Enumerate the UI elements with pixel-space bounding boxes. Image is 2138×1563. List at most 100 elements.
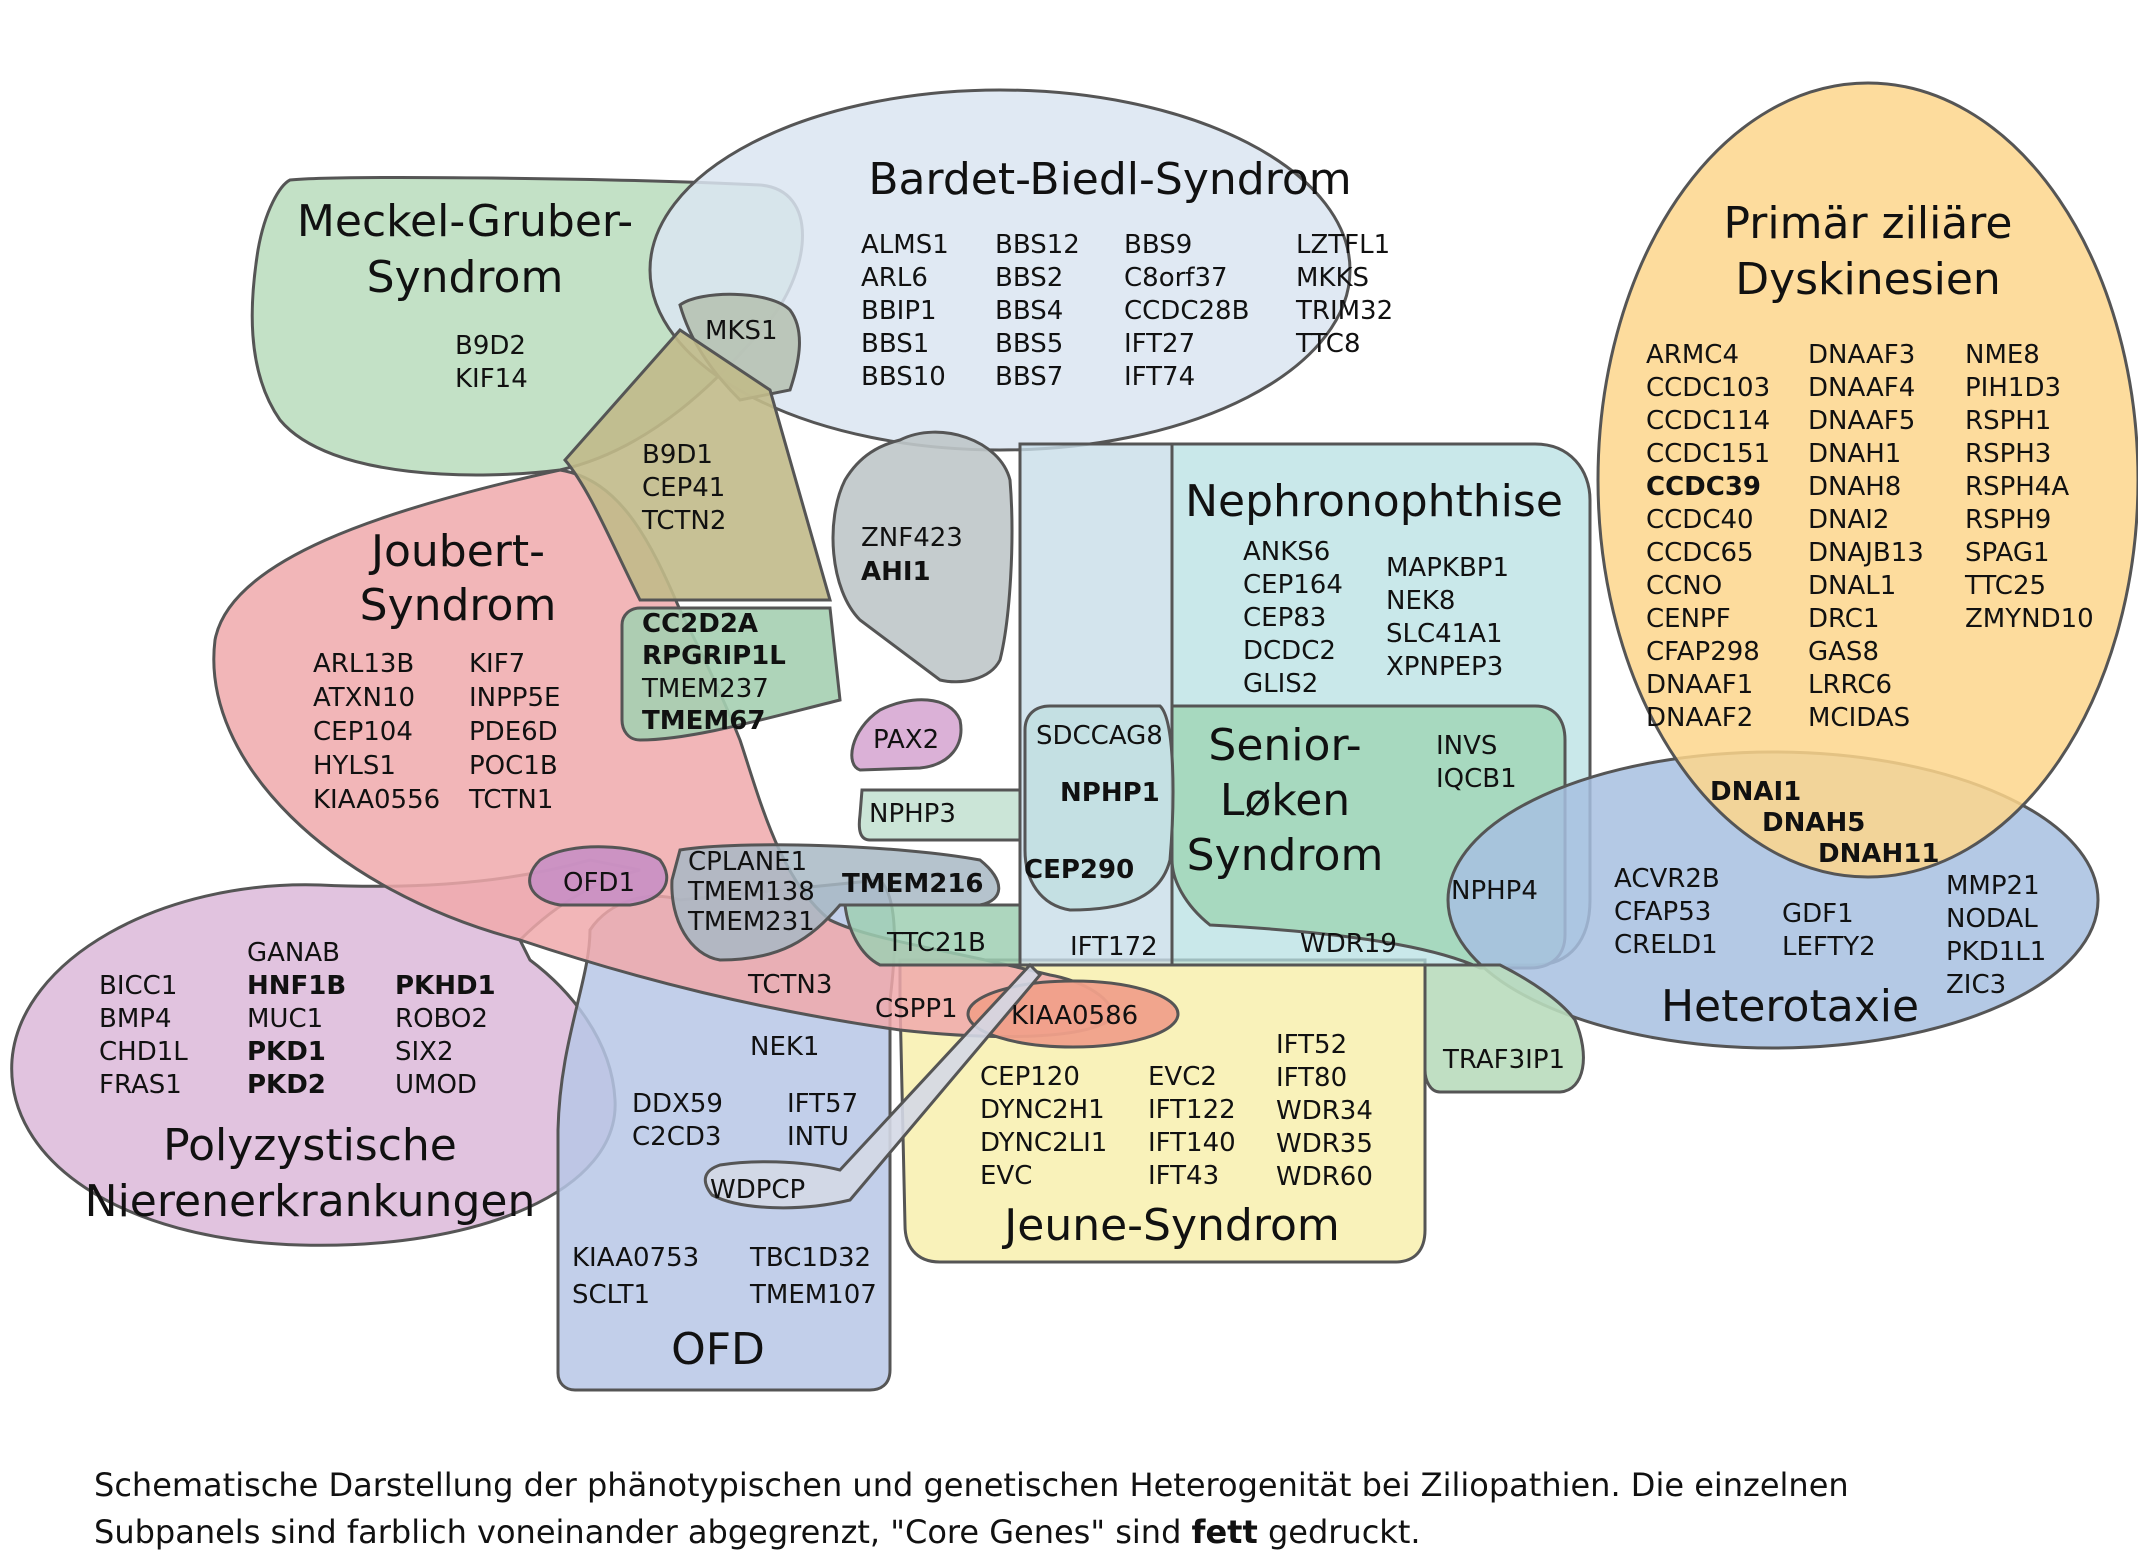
gene-label-bbip1: BBIP1 <box>861 296 937 326</box>
gene-label-ift172: IFT172 <box>1070 932 1158 962</box>
gene-label-dync2h1: DYNC2H1 <box>980 1095 1105 1125</box>
gene-label-anks6: ANKS6 <box>1243 537 1330 567</box>
gene-label-gdf1: GDF1 <box>1782 899 1854 929</box>
caption-bold-word: fett <box>1191 1513 1258 1551</box>
gene-label-bbs9: BBS9 <box>1124 230 1192 260</box>
gene-label-gas8: GAS8 <box>1808 637 1879 667</box>
gene-label-dnal1: DNAL1 <box>1808 571 1896 601</box>
gene-label-ofd1: OFD1 <box>563 868 635 898</box>
gene-label-atxn10: ATXN10 <box>313 683 415 713</box>
gene-label-alms1: ALMS1 <box>861 230 949 260</box>
gene-label-cplane1: CPLANE1 <box>688 847 807 877</box>
pax2-region <box>850 698 963 772</box>
gene-label-wdr34: WDR34 <box>1276 1096 1373 1126</box>
gene-label-nphp1: NPHP1 <box>1060 778 1160 808</box>
gene-label-chd1l: CHD1L <box>99 1037 188 1067</box>
gene-label-tmem107: TMEM107 <box>749 1280 877 1310</box>
jeune-title: Jeune-Syndrom <box>1001 1200 1339 1251</box>
pkd-title-2: Nierenerkrankungen <box>85 1176 536 1227</box>
gene-label-dnaaf3: DNAAF3 <box>1808 340 1915 370</box>
gene-label-tmem216: TMEM216 <box>842 869 984 899</box>
gene-label-b9d2: B9D2 <box>455 331 526 361</box>
gene-label-ccdc40: CCDC40 <box>1646 505 1754 535</box>
gene-label-ift57: IFT57 <box>787 1089 858 1119</box>
gene-label-robo2: ROBO2 <box>395 1004 488 1034</box>
gene-label-dnajb13: DNAJB13 <box>1808 538 1924 568</box>
gene-label-rsph3: RSPH3 <box>1965 439 2051 469</box>
gene-label-rsph4a: RSPH4A <box>1965 472 2069 502</box>
gene-label-umod: UMOD <box>395 1070 477 1100</box>
gene-label-cep41: CEP41 <box>642 473 725 503</box>
senior-title-2: Løken <box>1220 775 1350 826</box>
gene-label-b9d1: B9D1 <box>642 440 713 470</box>
gene-label-wdr35: WDR35 <box>1276 1129 1373 1159</box>
gene-label-wdr60: WDR60 <box>1276 1162 1373 1192</box>
gene-label-ccdc151: CCDC151 <box>1646 439 1770 469</box>
znf-region <box>831 430 1014 684</box>
gene-label-kif14: KIF14 <box>455 364 528 394</box>
gene-label-lrrc6: LRRC6 <box>1808 670 1892 700</box>
gene-label-arl6: ARL6 <box>861 263 928 293</box>
gene-label-znf423: ZNF423 <box>861 523 963 553</box>
gene-label-fras1: FRAS1 <box>99 1070 182 1100</box>
gene-label-kiaa0753: KIAA0753 <box>572 1243 699 1273</box>
gene-label-ccdc103: CCDC103 <box>1646 373 1770 403</box>
gene-label-ahi1: AHI1 <box>861 557 931 587</box>
gene-label-invs: INVS <box>1436 731 1497 761</box>
senior-title-1: Senior- <box>1208 720 1361 771</box>
ofd1-region <box>528 845 669 907</box>
gene-label-zic3: ZIC3 <box>1946 970 2006 1000</box>
gene-label-tmem231: TMEM231 <box>687 907 815 937</box>
gene-label-kif7: KIF7 <box>469 649 525 679</box>
gene-label-pih1d3: PIH1D3 <box>1965 373 2061 403</box>
gene-label-ift122: IFT122 <box>1148 1095 1236 1125</box>
gene-label-nphp4: NPHP4 <box>1451 876 1538 906</box>
gene-label-zmynd10: ZMYND10 <box>1965 604 2094 634</box>
gene-label-dnaaf2: DNAAF2 <box>1646 703 1753 733</box>
gene-label-cep120: CEP120 <box>980 1062 1080 1092</box>
pcd-region <box>1596 81 2138 879</box>
gene-label-traf3ip1: TRAF3IP1 <box>1442 1045 1565 1075</box>
gene-label-xpnpep3: XPNPEP3 <box>1386 652 1503 682</box>
gene-label-dync2li1: DYNC2LI1 <box>980 1128 1107 1158</box>
gene-label-dnaaf5: DNAAF5 <box>1808 406 1915 436</box>
ofd-title: OFD <box>671 1324 765 1375</box>
gene-label-ift43: IFT43 <box>1148 1161 1219 1191</box>
gene-label-bbs4: BBS4 <box>995 296 1063 326</box>
gene-label-nme8: NME8 <box>1965 340 2040 370</box>
gene-label-bbs5: BBS5 <box>995 329 1063 359</box>
gene-label-creld1: CRELD1 <box>1614 930 1718 960</box>
gene-label-arl13b: ARL13B <box>313 649 414 679</box>
gene-label-ift80: IFT80 <box>1276 1063 1347 1093</box>
gene-label-rsph9: RSPH9 <box>1965 505 2051 535</box>
gene-label-pkd1l1: PKD1L1 <box>1946 937 2046 967</box>
gene-labels: B9D2KIF14ALMS1ARL6BBIP1BBS1BBS10BBS12BBS… <box>99 230 2094 1310</box>
gene-label-cep290: CEP290 <box>1024 855 1134 885</box>
joubert-title-2: Syndrom <box>360 580 557 631</box>
gene-label-dnai2: DNAI2 <box>1808 505 1889 535</box>
gene-label-ccdc114: CCDC114 <box>1646 406 1770 436</box>
gene-label-six2: SIX2 <box>395 1037 454 1067</box>
nphp-title: Nephronophthise <box>1185 476 1563 527</box>
gene-label-bbs12: BBS12 <box>995 230 1080 260</box>
gene-label-armc4: ARMC4 <box>1646 340 1739 370</box>
gene-label-dnah11: DNAH11 <box>1818 839 1939 869</box>
wdpcp-region <box>703 962 1043 1210</box>
gene-label-dnaaf4: DNAAF4 <box>1808 373 1915 403</box>
gene-label-ccno: CCNO <box>1646 571 1722 601</box>
gene-label-ift140: IFT140 <box>1148 1128 1236 1158</box>
gene-label-dnah8: DNAH8 <box>1808 472 1901 502</box>
gene-label-tmem67: TMEM67 <box>642 706 765 736</box>
gene-label-poc1b: POC1B <box>469 751 558 781</box>
gene-label-evc: EVC <box>980 1161 1032 1191</box>
gene-label-mmp21: MMP21 <box>1946 871 2040 901</box>
gene-label-ift52: IFT52 <box>1276 1030 1347 1060</box>
gene-label-tmem237: TMEM237 <box>641 674 769 704</box>
gene-label-c8orf37: C8orf37 <box>1124 263 1228 293</box>
gene-label-ift27: IFT27 <box>1124 329 1195 359</box>
ttc21b-region <box>843 903 1022 967</box>
gene-label-lztfl1: LZTFL1 <box>1296 230 1390 260</box>
gene-label-mks1: MKS1 <box>705 316 778 346</box>
gene-label-rpgrip1l: RPGRIP1L <box>642 641 786 671</box>
gene-label-rsph1: RSPH1 <box>1965 406 2051 436</box>
